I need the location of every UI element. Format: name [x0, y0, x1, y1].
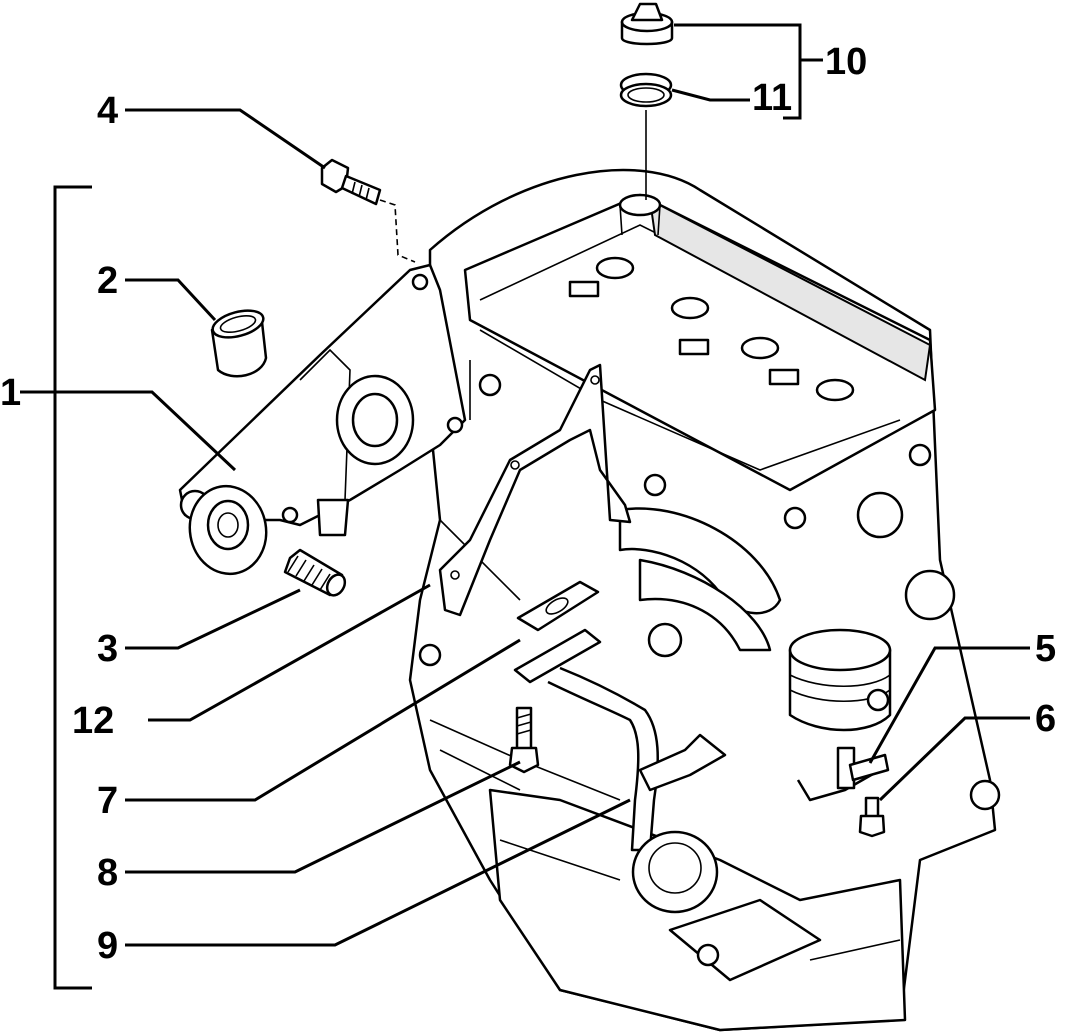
bolt-guide-line — [379, 199, 416, 263]
callout-1: 1 — [0, 372, 21, 414]
pump-gasket — [438, 363, 632, 617]
callout-11: 11 — [752, 77, 792, 119]
pump-bolt — [320, 158, 382, 206]
group-bracket-10 — [783, 23, 802, 120]
oil-filler-cap — [620, 2, 674, 46]
engine-block — [408, 168, 1001, 1032]
pickup-gasket — [516, 580, 600, 632]
oil-filter-mount — [188, 484, 268, 576]
filler-cap-seal — [619, 72, 673, 108]
callout-5: 5 — [1035, 628, 1056, 670]
callout-2: 2 — [97, 260, 118, 302]
group-bracket-1 — [53, 185, 92, 990]
callout-9: 9 — [97, 925, 118, 967]
callout-4: 4 — [97, 90, 118, 132]
callout-12: 12 — [72, 700, 114, 742]
oil-pickup-tube — [513, 628, 727, 914]
leader-lines — [20, 23, 1030, 947]
oil-filter-nipple — [283, 548, 347, 597]
oil-jet-bolt — [858, 796, 886, 838]
callout-6: 6 — [1035, 698, 1056, 740]
piston-oil-jet — [796, 746, 890, 802]
callout-7: 7 — [97, 780, 118, 822]
callout-8: 8 — [97, 852, 118, 894]
pickup-bolt — [508, 706, 540, 774]
oil-pump-seal — [210, 309, 268, 378]
callout-10: 10 — [825, 41, 867, 83]
callout-3: 3 — [97, 628, 118, 670]
